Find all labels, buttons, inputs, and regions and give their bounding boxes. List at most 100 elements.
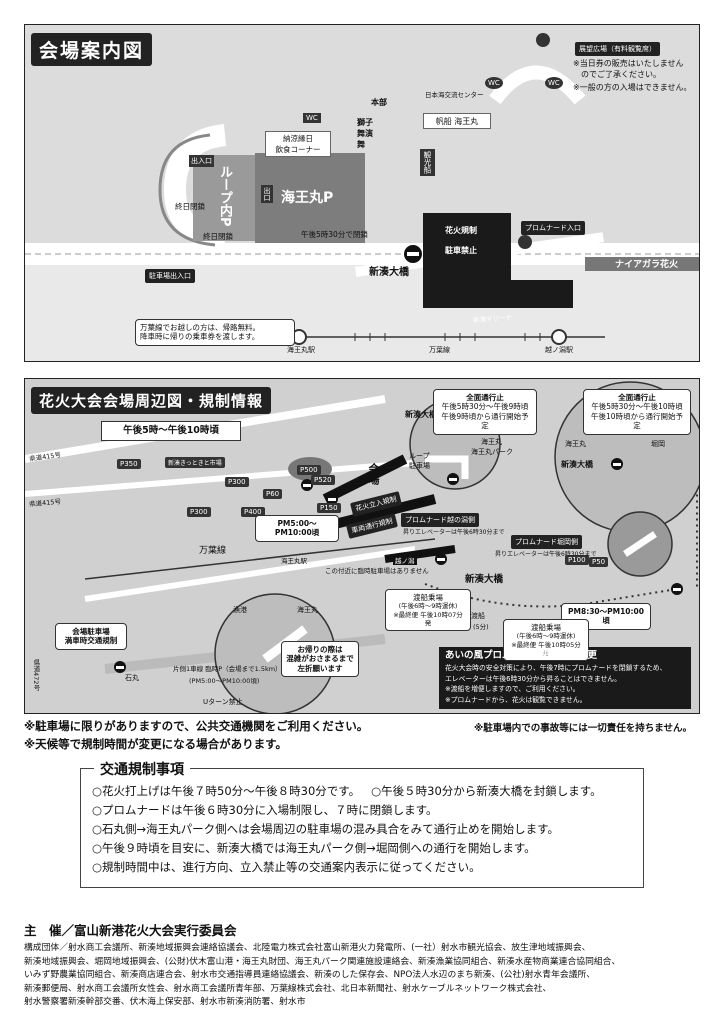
callout1-park: 海王丸パーク <box>471 448 513 456</box>
organizer-line-5: 射水警察署新湊幹部交番、伏木海上保安部、射水市新湊消防署、射水市 <box>24 997 306 1008</box>
traffic-rule-2: ○プロムナードは午後６時30分に入場制限し、７時に閉鎖します。 <box>92 803 438 817</box>
ferry1-sub: (午後6時～9時運休) <box>398 602 458 611</box>
traffic-rule-4: ○午後９時頃を目安に、新湊大橋では海王丸パーク側→堀岡側への通行を開始します。 <box>92 841 536 855</box>
parking-exit-label: 駐車場出入口 <box>145 269 195 283</box>
ferry1-title: 渡船乗場 <box>413 593 443 602</box>
shinminato-restriction-time: (PM5:00～PM10:00頃) <box>189 677 260 685</box>
callout4-fishport: 漁港 <box>233 606 247 614</box>
viewing-area-label: 展望広場（有料観覧席） <box>575 42 660 56</box>
entrance-label: 出入口 <box>189 155 214 167</box>
kaiomaru-station-label: 海王丸駅 <box>281 557 307 565</box>
aino-title: あいの風プロムナード閉鎖時間変更 <box>445 650 598 661</box>
return-note-line3: 左折願います <box>297 663 343 673</box>
promenade-horioka-sub: 昇りエレベーターは午後6時30分まで <box>495 551 597 558</box>
p520-badge: P520 <box>311 475 335 485</box>
no-parking-label: 駐車禁止 <box>445 246 477 255</box>
traffic-rules-heading: 交通規制事項 <box>94 759 190 779</box>
ferry-label: 渡船 <box>471 612 485 620</box>
ferry2-sub2: ※最終便 午後10時05分発 <box>511 640 581 657</box>
closed-all-day-label-2: 終日閉鎖 <box>203 232 233 241</box>
callout2-kaiomaru: 海王丸 <box>565 440 586 448</box>
p400-badge: P400 <box>241 507 265 517</box>
callout2-bridge: 新湊大橋 <box>561 460 593 469</box>
callout1-bridge: 新湊大橋 <box>405 410 437 419</box>
kaijo-label: 会場 <box>367 463 380 485</box>
promenade-entrance-label: プロムナード入口 <box>521 221 585 235</box>
nosho-line2: 飲食コーナー <box>275 145 321 154</box>
return-note-line1: お帰りの際は <box>297 645 343 654</box>
shishimai-label: 獅子舞演舞 <box>357 118 373 149</box>
manyo-free-notice: 万葉線でお越しの方は、帰路無料。 降車時に帰りの乗車券を渡します。 <box>135 319 295 346</box>
p350-badge: P350 <box>117 459 141 469</box>
surrounding-map-title: 花火大会会場周辺図・規制情報 <box>31 387 272 414</box>
wc-label-2: WC <box>545 77 563 89</box>
ishimaru-label: 石丸 <box>125 674 139 682</box>
wc-label-3: WC <box>303 113 321 123</box>
traffic-rule-1b: ○午後５時30分から新湊大橋を封鎖します。 <box>371 784 602 798</box>
closed-1730-label: 午後5時30分で閉鎖 <box>301 230 368 239</box>
aino-text-4: ※プロムナードから、花火は観覧できません。 <box>445 695 587 704</box>
manyosen-label-2: 万葉線 <box>199 546 227 556</box>
closure-box-2: 全面通行止 午後5時30分～午後10時頃 午後10時頃から通行開始予定 <box>583 389 691 435</box>
closure1-time: 午後5時30分～午後9時頃 <box>441 402 529 412</box>
aino-text-3: ※渡船を増便しますので、ご利用ください。 <box>445 685 580 693</box>
return-note-line2: 混雑がおさまるまで <box>286 654 354 664</box>
organizer-title: 主 催／富山新港花火大会実行委員会 <box>24 923 237 938</box>
promenade-horioka-tag: プロムナード堀岡側 <box>511 535 582 549</box>
organizer-line-2: 新湊地域振興会、堀岡地域振興会、(公財)伏木富山港・海王丸財団、海王丸パーク関連… <box>24 956 621 967</box>
venue-parking-box: 会場駐車場 満車時交通規制 <box>55 623 127 650</box>
ferry-interval-label: (5分) <box>473 623 489 631</box>
kitto-market-badge: 新湊きっときと市場 <box>165 457 225 468</box>
closure1-title: 全面通行止 <box>466 393 504 402</box>
callout1-loop-parking: 駐車場 <box>409 462 430 470</box>
station-etchu: 越ノ潟駅 <box>545 346 573 354</box>
uturn-label: Uターン禁止 <box>203 698 243 706</box>
closure-box-1: 全面通行止 午後5時30分～午後9時頃 午後9時頃から通行開始予定 <box>433 389 537 435</box>
ship-label: 帆船 海王丸 <box>423 113 491 129</box>
notice-weather: ※天候等で規制時間が変更になる場合があります。 <box>24 737 288 751</box>
callout4-kaiomaru: 海王丸 <box>297 606 318 614</box>
traffic-rule-1: ○花火打上げは午後７時50分～午後８時30分です。 ○午後５時30分から新湊大橋… <box>92 782 602 801</box>
venue-map-panel: 会場案内図 展望広場（有料観覧席） ※当日券の販売はいたしません のでご了承くだ… <box>24 24 700 362</box>
wc-label-1: WC <box>485 77 503 89</box>
p500-badge: P500 <box>297 465 321 475</box>
promenade-north-tag: プロムナード越の潟側 <box>401 513 479 527</box>
fireworks-restriction-label: 花火規制 <box>445 226 477 235</box>
ferry-stop-2: 渡船乗場 (午後6時～9時運休) ※最終便 午後10時05分発 <box>503 619 589 661</box>
venue-parking-line1: 会場駐車場 <box>72 627 110 636</box>
venue-parking-line2: 満車時交通規制 <box>64 636 118 646</box>
manyo-notice-line2: 降車時に帰りの乗車券を渡します。 <box>140 332 260 342</box>
single-lane-label: 片側1車線 臨時P（会場まで1.5km） <box>173 665 282 673</box>
venue-map-graphic <box>25 33 699 361</box>
organizer-line-3: いみず野農業協同組合、新湊商店連合会、射水市交通指導員連絡協議会、新湊のした保存… <box>24 970 596 981</box>
callout1-kaiomaru: 海王丸 <box>481 438 502 446</box>
exit-label: 出口 <box>261 185 273 203</box>
shinminato-bridge-label: 新湊大橋 <box>465 574 504 585</box>
niagara-label: ナイアガラ花火 <box>615 260 679 270</box>
p100-badge: P100 <box>565 555 589 565</box>
organizer-line-4: 新湊郵便局、射水商工会議所女性会、射水商工会議所青年部、万葉線株式会社、北日本新… <box>24 983 552 994</box>
traffic-rules-frame <box>80 768 644 888</box>
pm-range-box-1: PM5:00～PM10:00頃 <box>255 515 339 542</box>
ferry1-sub2: ※最終便 午後10時07分発 <box>393 610 463 627</box>
closure2-sub: 午後10時頃から通行開始予定 <box>590 411 684 431</box>
manyosen-label: 万葉線 <box>429 346 450 354</box>
time-range-box: 午後5時～午後10時頃 <box>101 421 241 441</box>
notice-public-transport: ※駐車場に限りがありますので、公共交通機関をご利用ください。 <box>24 719 369 733</box>
kaiomaru-nearby-note: この付近に臨時駐車場はありません <box>325 567 429 575</box>
p50-badge: P50 <box>589 557 609 567</box>
nosho-line1: 納涼縁日 <box>283 134 313 143</box>
traffic-rule-1a: ○花火打上げは午後７時50分～午後８時30分です。 <box>92 784 361 798</box>
callout1-loop: ループ <box>409 452 430 460</box>
traffic-rule-5: ○規制時間中は、進行方向、立入禁止等の交通案内表示に従ってください。 <box>92 860 481 874</box>
aino-text-1: 花火大会時の安全対策により、午後7時にプロムナードを閉鎖するため、 <box>445 664 667 672</box>
closure2-title: 全面通行止 <box>618 393 656 402</box>
ferry-stop-1: 渡船乗場 (午後6時～9時運休) ※最終便 午後10時07分発 <box>385 589 471 631</box>
traffic-rules-list: ○花火打上げは午後７時50分～午後８時30分です。 ○午後５時30分から新湊大橋… <box>92 782 602 877</box>
aino-text-2: エレベーターは午後6時30分から昇ることはできません。 <box>445 674 621 683</box>
nosho-label: 納涼縁日 飲食コーナー <box>265 131 331 157</box>
closure1-sub: 午後9時頃から通行開始予定 <box>441 411 529 431</box>
kaiomaru-parking-label: 海王丸P <box>281 190 334 206</box>
station-kaiomaru: 海王丸駅 <box>287 346 315 354</box>
ferry2-title: 渡船乗場 <box>531 623 561 632</box>
